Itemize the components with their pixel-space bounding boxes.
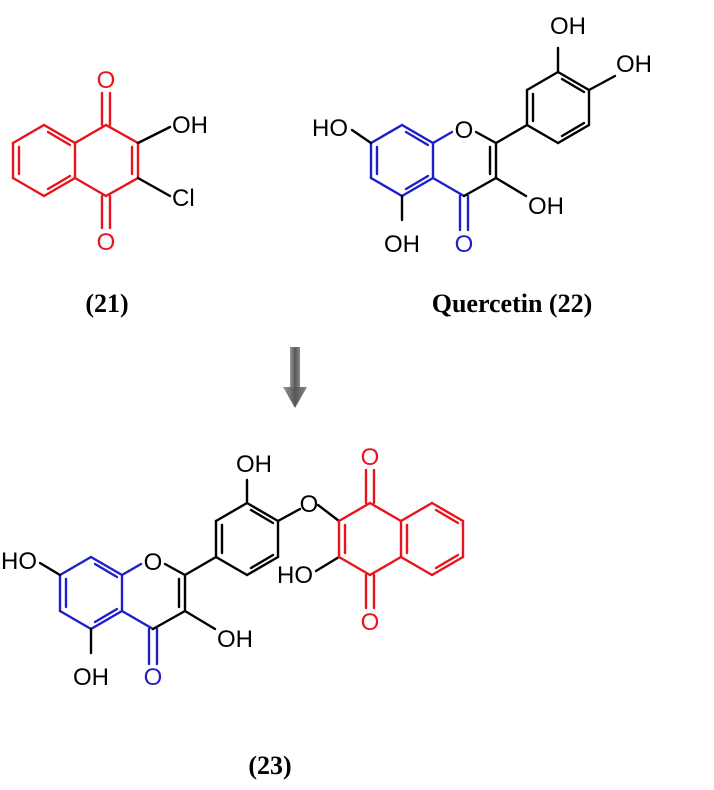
compound-21-carbonyl-o-top: O: [97, 67, 116, 94]
compound-22-3-hydroxyl-label: OH: [528, 193, 564, 220]
compound-23-3prime-hydroxyl-label: OH: [236, 451, 272, 478]
compound-23-ring-oxygen-label: O: [144, 549, 163, 576]
compound-21-structure: O O OH Cl: [11, 67, 208, 256]
down-arrow-icon: [283, 347, 307, 408]
compound-21-hydroxyl-label: OH: [172, 112, 208, 139]
compound-23-structure: HO O OH O O HO O OH OH O: [1, 444, 465, 691]
compound-23-caption: (23): [248, 751, 291, 780]
compound-21-caption: (21): [85, 289, 128, 318]
compound-23-5-hydroxyl-label: OH: [73, 664, 109, 691]
compound-22-5-hydroxyl-label: OH: [384, 231, 420, 258]
compound-22-3prime-hydroxyl-label: OH: [550, 13, 586, 40]
compound-22-caption: Quercetin (22): [432, 289, 593, 318]
compound-23-ether-oxygen-label: O: [300, 491, 319, 518]
compound-22-carbonyl-o-label: O: [455, 231, 474, 258]
compound-23-quinone-o-top-label: O: [361, 444, 380, 471]
compound-22-ring-oxygen-label: O: [455, 117, 474, 144]
compound-21-carbonyl-o-bottom: O: [97, 229, 116, 256]
compound-22-4prime-hydroxyl-label: OH: [616, 51, 652, 78]
compound-23-quinone-o-bottom-label: O: [361, 609, 380, 636]
compound-21-chloro-label: Cl: [172, 185, 195, 212]
compound-23-carbonyl-o-label: O: [144, 664, 163, 691]
compound-23-7-hydroxyl-label: HO: [1, 548, 37, 575]
compound-22-7-hydroxyl-label: HO: [312, 115, 348, 142]
compound-23-3-hydroxyl-label: OH: [217, 626, 253, 653]
compound-23-quinone-hydroxyl-label: HO: [277, 562, 313, 589]
compound-22-structure: HO O OH OH OH OH O: [312, 13, 652, 258]
